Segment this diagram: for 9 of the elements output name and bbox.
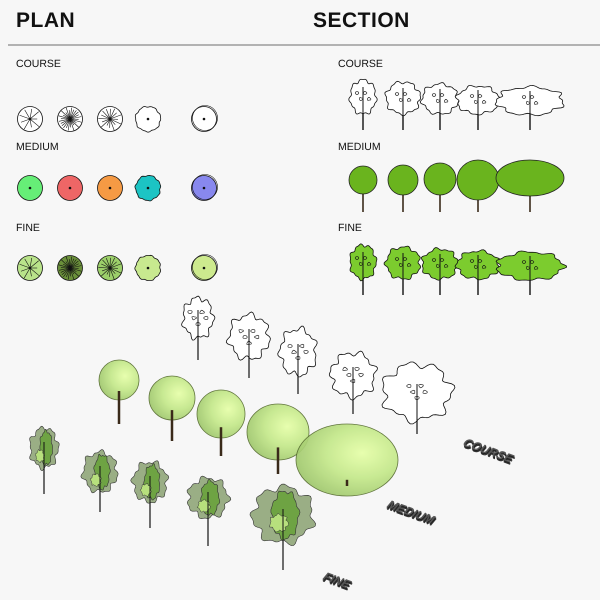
row-label: COURSE xyxy=(16,58,61,70)
section-heading: SECTION xyxy=(313,9,410,33)
perspective-row-label: FINE xyxy=(319,570,355,591)
row-label: MEDIUM xyxy=(16,141,59,153)
row-label: MEDIUM xyxy=(338,141,381,153)
row-label: FINE xyxy=(338,222,362,234)
row-label: COURSE xyxy=(338,58,383,70)
row-label: FINE xyxy=(16,222,40,234)
section-heading: PLAN xyxy=(16,9,76,33)
